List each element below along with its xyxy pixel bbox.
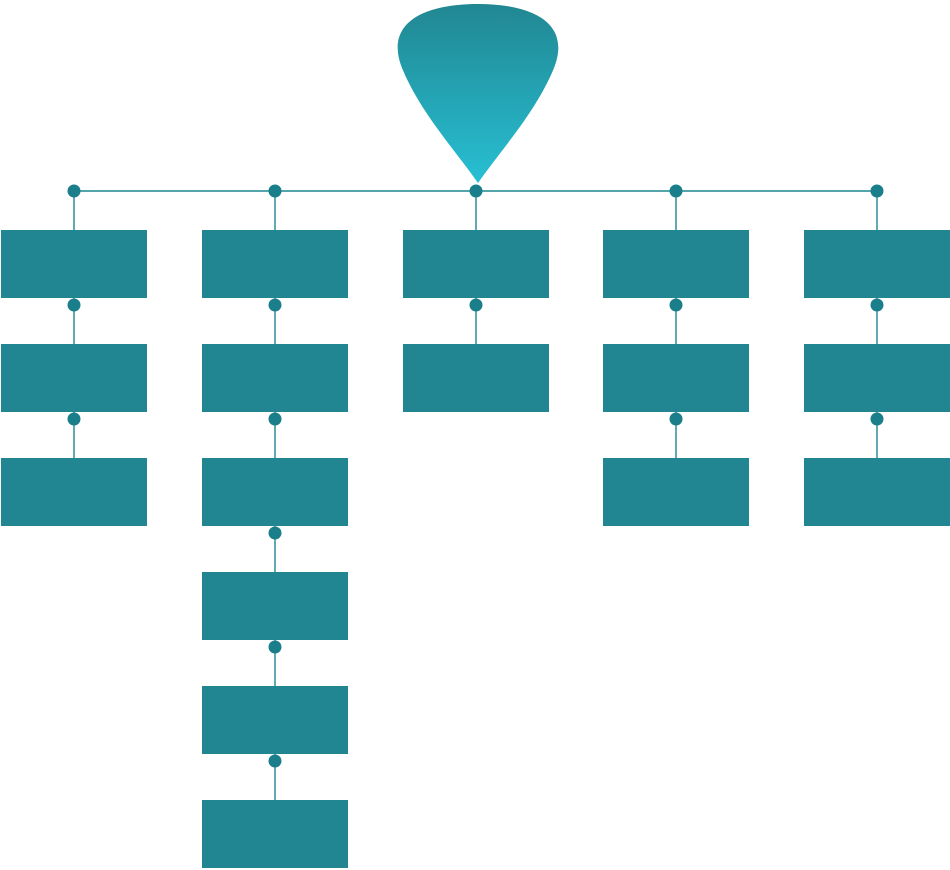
junction-dot <box>669 412 683 426</box>
junction-dot <box>870 184 884 198</box>
junction-dot <box>268 754 282 768</box>
node-box <box>202 344 348 412</box>
node-box <box>804 230 950 298</box>
junction-dot <box>669 184 683 198</box>
junction-dot <box>67 412 81 426</box>
junction-dot <box>268 526 282 540</box>
junction-dot <box>469 298 483 312</box>
map-pin-icon <box>397 4 559 183</box>
node-box <box>603 458 749 526</box>
node-box <box>603 230 749 298</box>
junction-dot <box>870 412 884 426</box>
junction-dot <box>268 640 282 654</box>
node-box <box>1 230 147 298</box>
node-box <box>403 230 549 298</box>
junction-dot <box>67 298 81 312</box>
junction-dot <box>469 184 483 198</box>
junction-dot <box>67 184 81 198</box>
node-box <box>202 800 348 868</box>
node-box <box>804 344 950 412</box>
box-layer <box>1 230 950 868</box>
node-box <box>202 572 348 640</box>
node-box <box>1 458 147 526</box>
junction-dot <box>669 298 683 312</box>
node-box <box>1 344 147 412</box>
node-box <box>202 686 348 754</box>
node-box <box>202 458 348 526</box>
node-box <box>202 230 348 298</box>
junction-dot <box>268 298 282 312</box>
node-box <box>403 344 549 412</box>
node-box <box>804 458 950 526</box>
junction-dot-layer <box>67 184 884 768</box>
junction-dot <box>870 298 884 312</box>
junction-dot <box>268 412 282 426</box>
junction-dot <box>268 184 282 198</box>
node-box <box>603 344 749 412</box>
